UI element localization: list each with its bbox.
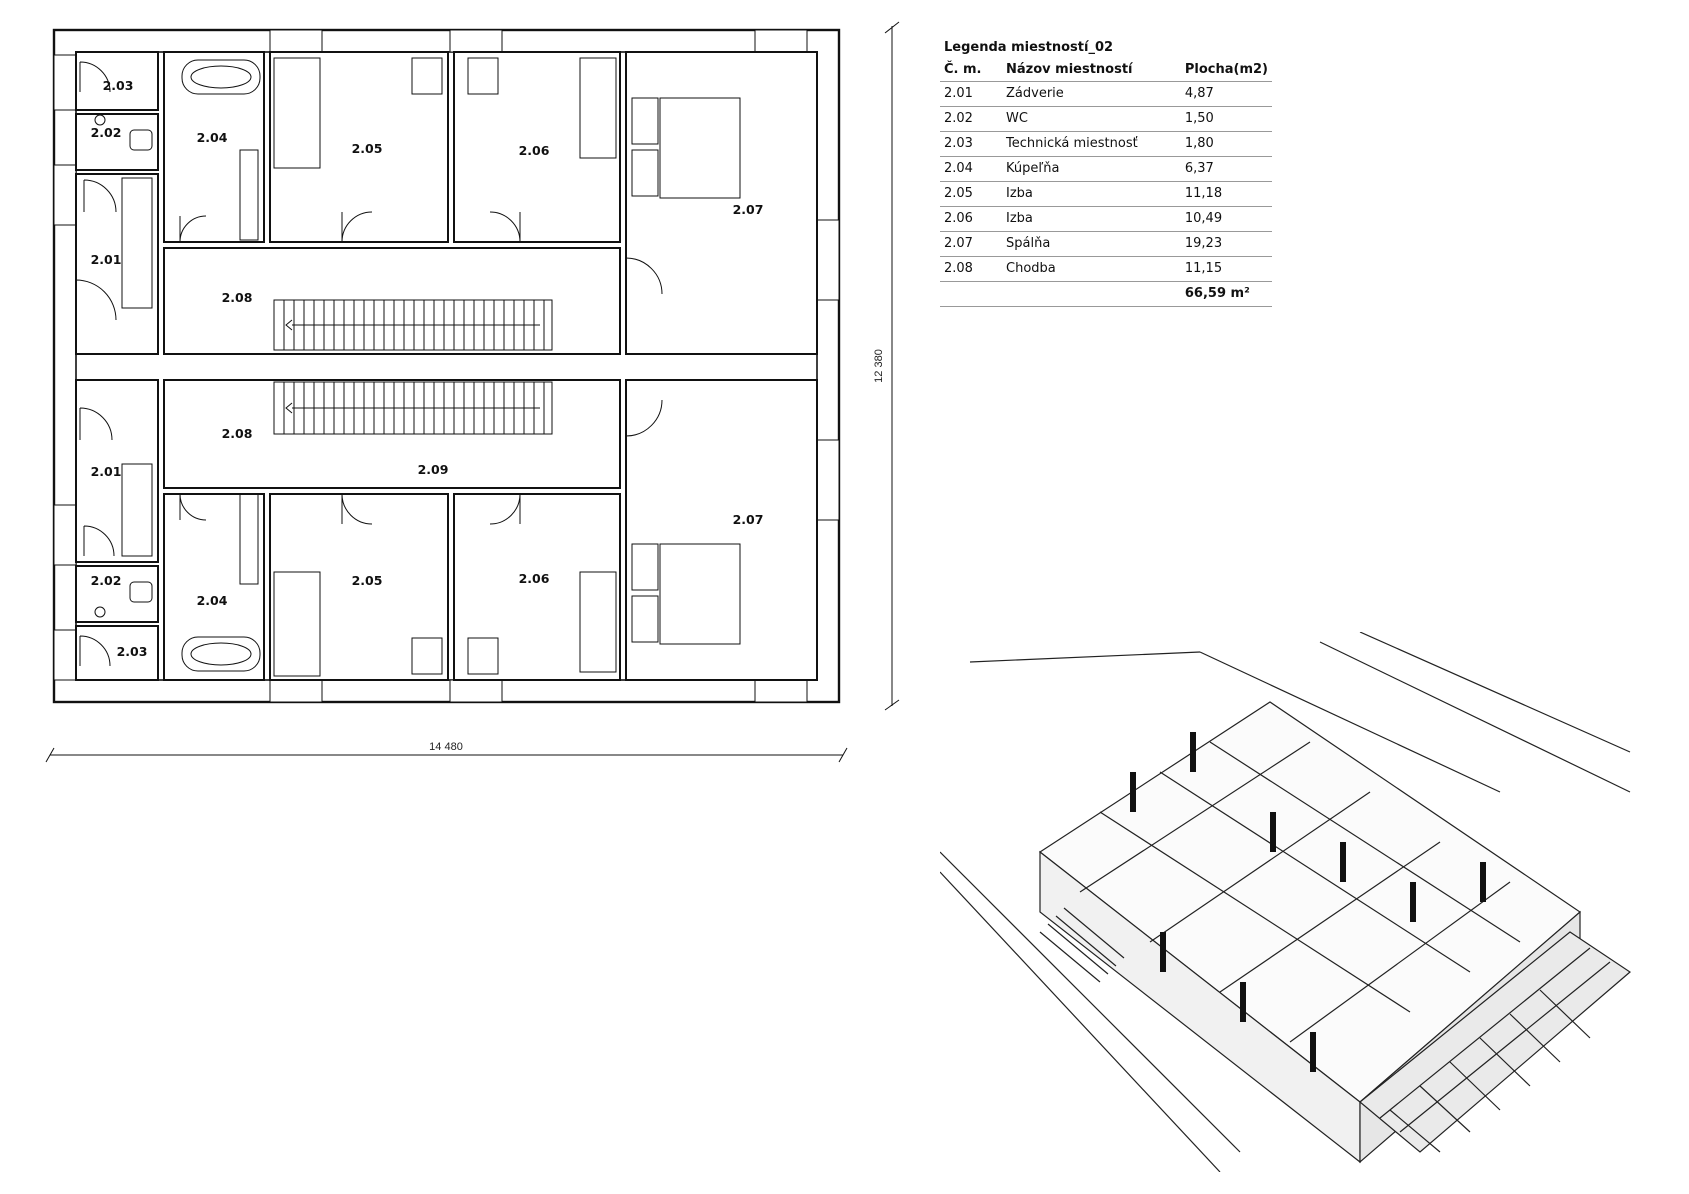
legend-total: 66,59 m² (1180, 281, 1272, 307)
cell-area: 4,87 (1180, 81, 1272, 107)
interior-walls (75, 51, 818, 681)
room-201-top: 2.01 (91, 252, 122, 267)
cell-number: 2.03 (940, 131, 1002, 157)
header-name: Názov miestností (1002, 60, 1181, 82)
dimension-width-label: 14 480 (429, 741, 463, 753)
cell-number: 2.01 (940, 81, 1002, 107)
room-202-bottom: 2.02 (91, 573, 122, 588)
dimension-height-line (884, 21, 900, 711)
stair-top (273, 299, 553, 351)
cell-area: 1,80 (1180, 131, 1272, 157)
outer-wall (52, 28, 841, 704)
dimension-height-label: 12 380 (873, 349, 885, 383)
floor-plan: 2.03 2.02 2.04 2.05 2.06 2.07 2.01 2.08 … (45, 21, 900, 763)
inner-wall-outline (75, 51, 818, 681)
furniture (94, 57, 741, 677)
room-208-top: 2.08 (222, 290, 253, 305)
room-203-top: 2.03 (103, 78, 134, 93)
cell-area: 1,50 (1180, 106, 1272, 132)
cell-name: Spálňa (1002, 231, 1181, 257)
stair-bottom (273, 381, 553, 435)
cell-name: Chodba (1002, 256, 1181, 282)
room-206-top: 2.06 (519, 143, 550, 158)
cell-number: 2.02 (940, 106, 1002, 132)
room-legend: Legenda miestností_02 Č. m. Názov miestn… (940, 40, 1272, 307)
legend-title: Legenda miestností_02 (944, 40, 1114, 55)
room-201-bottom: 2.01 (91, 464, 122, 479)
cell-name: Izba (1002, 206, 1181, 232)
cell-number: 2.04 (940, 156, 1002, 182)
room-209: 2.09 (418, 462, 449, 477)
door-swings (75, 61, 663, 667)
cell-area: 10,49 (1180, 206, 1272, 232)
room-207-bottom: 2.07 (733, 512, 764, 527)
room-202-top: 2.02 (91, 125, 122, 140)
cell-number: 2.07 (940, 231, 1002, 257)
cell-name: Kúpeľňa (1002, 156, 1181, 182)
isometric-view (940, 632, 1631, 1172)
cell-area: 11,18 (1180, 181, 1272, 207)
dimension-width-line (45, 747, 848, 763)
room-203-bottom: 2.03 (117, 644, 148, 659)
cell-name: WC (1002, 106, 1181, 132)
room-207-top: 2.07 (733, 202, 764, 217)
cell-name: Izba (1002, 181, 1181, 207)
legend-header-row: Č. m. Názov miestností Plocha(m2) (940, 60, 1272, 82)
room-204-bottom: 2.04 (197, 593, 228, 608)
room-206-bottom: 2.06 (519, 571, 550, 586)
cell-area: 19,23 (1180, 231, 1272, 257)
cell-name: Zádverie (1002, 81, 1181, 107)
room-205-bottom: 2.05 (352, 573, 383, 588)
room-204-top: 2.04 (197, 130, 228, 145)
cell-number: 2.08 (940, 256, 1002, 282)
cell-name: Technická miestnosť (1002, 131, 1181, 157)
cell-area: 11,15 (1180, 256, 1272, 282)
cell-number: 2.06 (940, 206, 1002, 232)
header-number: Č. m. (940, 60, 1002, 82)
room-208-bottom: 2.08 (222, 426, 253, 441)
room-205-top: 2.05 (352, 141, 383, 156)
header-area: Plocha(m2) (1180, 60, 1272, 82)
cell-number: 2.05 (940, 181, 1002, 207)
cell-area: 6,37 (1180, 156, 1272, 182)
legend-total-row: 66,59 m² (940, 281, 1272, 307)
windows (53, 29, 840, 703)
